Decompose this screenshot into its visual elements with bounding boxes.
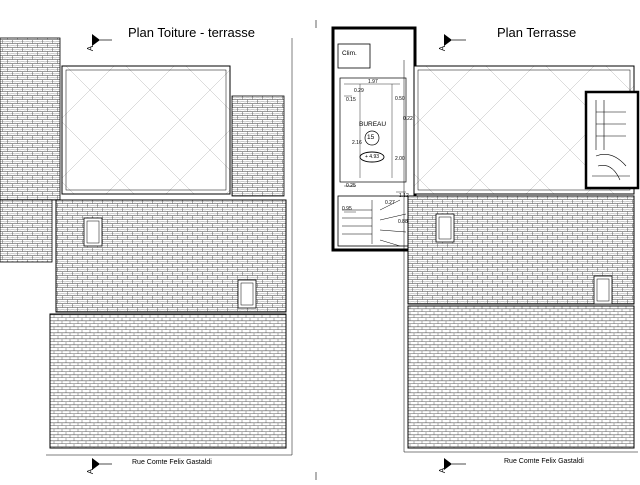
office-height-tag: + 4.93 [365,154,380,160]
dim-label: 0.88 [398,219,408,225]
right-plan [403,34,640,470]
right-skylight-1 [435,213,455,243]
clim-label: Clim. [342,50,357,57]
dim-label: 0.27 [385,200,395,206]
dim-label: 0.29 [354,88,364,94]
left-section-label-top: A [86,45,96,52]
left-plan-title: Plan Toiture - terrasse [128,25,255,40]
right-street-name: Rue Comte Felix Gastaldi [504,458,584,465]
left-neighbor-roof [0,37,61,201]
right-roof-lower [407,305,635,449]
left-plan [0,34,293,470]
dim-label: 0.15 [346,97,356,103]
office-plan [331,26,417,252]
right-skylight-2 [593,275,613,305]
right-section-arrow-top [444,34,452,46]
office-room [339,77,407,183]
right-skylight-2-inner [596,278,610,302]
office-stair [337,195,411,247]
dim-label: 0.25 [346,183,356,189]
dim-label: 1.12 [399,193,409,199]
right-section-label-bottom: A [438,467,448,474]
right-plan-title: Plan Terrasse [497,25,577,40]
left-neighbor-roof-lower [0,199,53,263]
right-stair-tower [584,90,640,190]
stair-treads [342,199,407,247]
left-section-label-bottom: A [86,468,96,475]
office-room-name: BUREAU [359,121,387,128]
dim-label: 0.22 [403,116,413,122]
left-street-name: Rue Comte Felix Gastaldi [132,459,212,466]
left-roof-lower [49,313,287,449]
left-terrace-parapet [65,69,227,191]
dim-label: 0.95 [342,206,352,212]
right-skylight-1-inner [438,216,452,240]
left-section-arrow-bottom [92,458,100,470]
left-section-arrow-top [92,34,100,46]
right-stair-treads [592,100,630,181]
left-terrace [61,65,231,195]
left-roof-block [231,95,285,197]
dim-label: 2.00 [395,156,405,162]
dimension-lines [344,83,406,213]
left-skylight-1-inner [86,220,100,244]
office-room-number: 15 [367,134,375,141]
left-skylight-2-inner [240,282,254,306]
left-skylight-1 [83,217,103,247]
left-skylight-2 [237,279,257,309]
dim-label: 2.16 [352,140,362,146]
dim-label: 1.97 [368,79,378,85]
right-section-arrow-bottom [444,458,452,470]
room-number-circle [364,130,380,146]
right-section-label-top: A [438,45,448,52]
clim-unit [337,43,371,69]
dim-label: 0.50 [395,96,405,102]
